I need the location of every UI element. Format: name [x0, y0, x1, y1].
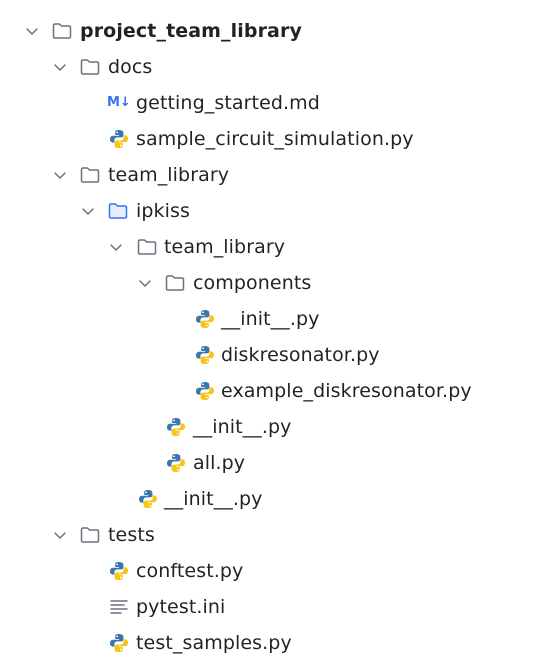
- python-icon: [194, 380, 216, 402]
- chevron-down-icon[interactable]: [108, 239, 124, 255]
- folder-icon: [164, 272, 186, 294]
- text-file-icon: [108, 596, 130, 618]
- chevron-down-icon[interactable]: [137, 275, 153, 291]
- chevron-down-icon[interactable]: [52, 59, 68, 75]
- tree-node-label: __init__.py: [221, 308, 320, 330]
- tree-node-team-library[interactable]: team_library: [0, 157, 543, 193]
- tree-node-label: test_samples.py: [136, 632, 292, 654]
- tree-node-label: conftest.py: [136, 560, 244, 582]
- folder-icon: [136, 236, 158, 258]
- tree-node-project-team-library[interactable]: project_team_library: [0, 13, 543, 49]
- tree-node-conftest-py[interactable]: conftest.py: [0, 553, 543, 589]
- folder-icon: [79, 164, 101, 186]
- folder-icon: [51, 20, 73, 42]
- tree-node-label: ipkiss: [136, 200, 191, 222]
- tree-node-label: docs: [108, 56, 153, 78]
- tree-node-label: project_team_library: [80, 20, 302, 42]
- tree-node-team-library-inner[interactable]: team_library: [0, 229, 543, 265]
- tree-node-docs[interactable]: docs: [0, 49, 543, 85]
- tree-node-label: team_library: [164, 236, 286, 258]
- tree-node-pytest-ini[interactable]: pytest.ini: [0, 589, 543, 625]
- python-icon: [194, 344, 216, 366]
- tree-node-label: tests: [108, 524, 155, 546]
- tree-node-diskresonator-py[interactable]: diskresonator.py: [0, 337, 543, 373]
- tree-node-label: sample_circuit_simulation.py: [136, 128, 414, 150]
- tree-node-label: __init__.py: [193, 416, 292, 438]
- chevron-down-icon[interactable]: [52, 527, 68, 543]
- tree-node-label: all.py: [193, 452, 246, 474]
- tree-node-sample-circuit-simulation-py[interactable]: sample_circuit_simulation.py: [0, 121, 543, 157]
- python-icon: [108, 560, 130, 582]
- tree-node-test-samples-py[interactable]: test_samples.py: [0, 625, 543, 661]
- tree-node-label: team_library: [108, 164, 230, 186]
- python-icon: [194, 308, 216, 330]
- python-icon: [165, 416, 187, 438]
- source-folder-icon: [107, 200, 129, 222]
- tree-node-ipkiss-init-py[interactable]: __init__.py: [0, 481, 543, 517]
- tree-node-label: components: [193, 272, 312, 294]
- python-icon: [165, 452, 187, 474]
- python-icon: [108, 632, 130, 654]
- tree-node-label: getting_started.md: [136, 92, 320, 114]
- tree-node-example-diskresonator-py[interactable]: example_diskresonator.py: [0, 373, 543, 409]
- markdown-icon: M↓: [107, 95, 131, 110]
- tree-node-ipkiss[interactable]: ipkiss: [0, 193, 543, 229]
- tree-node-label: example_diskresonator.py: [221, 380, 472, 402]
- tree-node-all-py[interactable]: all.py: [0, 445, 543, 481]
- tree-node-components[interactable]: components: [0, 265, 543, 301]
- tree-node-components-init-py[interactable]: __init__.py: [0, 301, 543, 337]
- tree-node-getting-started-md[interactable]: M↓ getting_started.md: [0, 85, 543, 121]
- python-icon: [108, 128, 130, 150]
- folder-icon: [79, 524, 101, 546]
- tree-node-label: pytest.ini: [136, 596, 226, 618]
- chevron-down-icon[interactable]: [24, 23, 40, 39]
- folder-icon: [79, 56, 101, 78]
- tree-node-label: __init__.py: [164, 488, 263, 510]
- tree-node-tests[interactable]: tests: [0, 517, 543, 553]
- chevron-down-icon[interactable]: [52, 167, 68, 183]
- tree-node-team-library-init-py[interactable]: __init__.py: [0, 409, 543, 445]
- tree-node-label: diskresonator.py: [221, 344, 380, 366]
- python-icon: [137, 488, 159, 510]
- chevron-down-icon[interactable]: [80, 203, 96, 219]
